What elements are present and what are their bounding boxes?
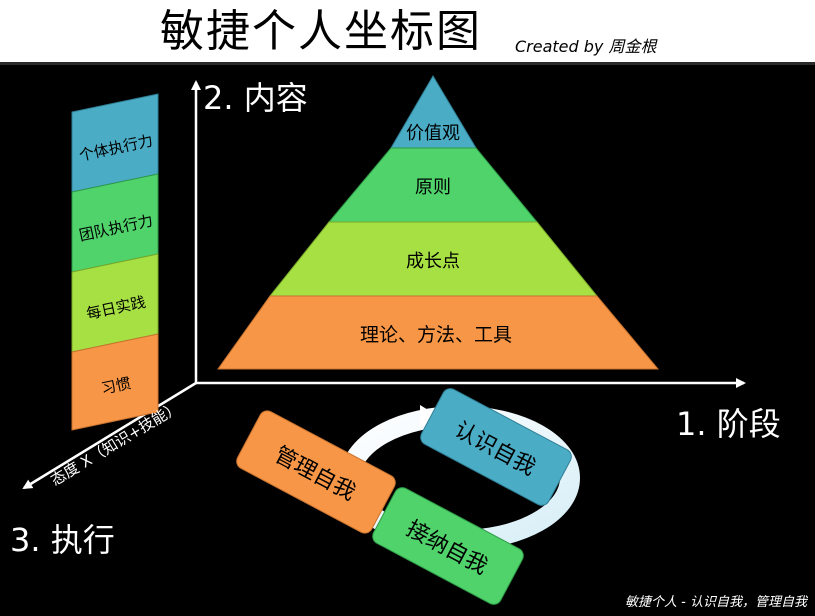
pyramid: 价值观 原则 成长点 理论、方法、工具 (217, 75, 660, 370)
cycle-rect-know (420, 388, 572, 506)
pyramid-label-principles: 原则 (415, 177, 451, 198)
execution-axis-label: 3. 执行 (10, 521, 115, 559)
cycle-rect-manage (236, 410, 396, 534)
page-title: 敏捷个人坐标图 (160, 6, 482, 57)
cycle-rect-accept (372, 487, 524, 605)
self-cycle: 认识自我 管理自我 接纳自我 (236, 388, 580, 605)
author-credit: Created by 周金根 (515, 37, 657, 56)
pyramid-label-tools: 理论、方法、工具 (360, 324, 512, 346)
axes (22, 80, 746, 490)
header-bar: 敏捷个人坐标图 Created by 周金根 (0, 0, 815, 62)
cycle-box-manage-self: 管理自我 (236, 410, 396, 534)
z-axis-line (22, 381, 197, 490)
content-axis-label: 2. 内容 (203, 79, 308, 117)
chain-label-habit: 习惯 (99, 374, 132, 398)
pyramid-level-tools (217, 295, 660, 370)
cycle-box-accept-self: 接纳自我 (372, 487, 524, 605)
stage-axis-label: 1. 阶段 (676, 405, 781, 443)
chain-box-habit (71, 333, 159, 431)
cycle-arrow-head (420, 405, 438, 428)
pyramid-label-growth: 成长点 (406, 251, 460, 272)
pyramid-label-values: 价值观 (406, 123, 460, 144)
cycle-box-know-self: 认识自我 (420, 388, 572, 506)
header-divider (0, 62, 815, 65)
execution-chain: 个体执行力 团队执行力 每日实践 习惯 (71, 93, 159, 431)
footer-caption: 敏捷个人 - 认识自我，管理自我 (625, 595, 807, 610)
